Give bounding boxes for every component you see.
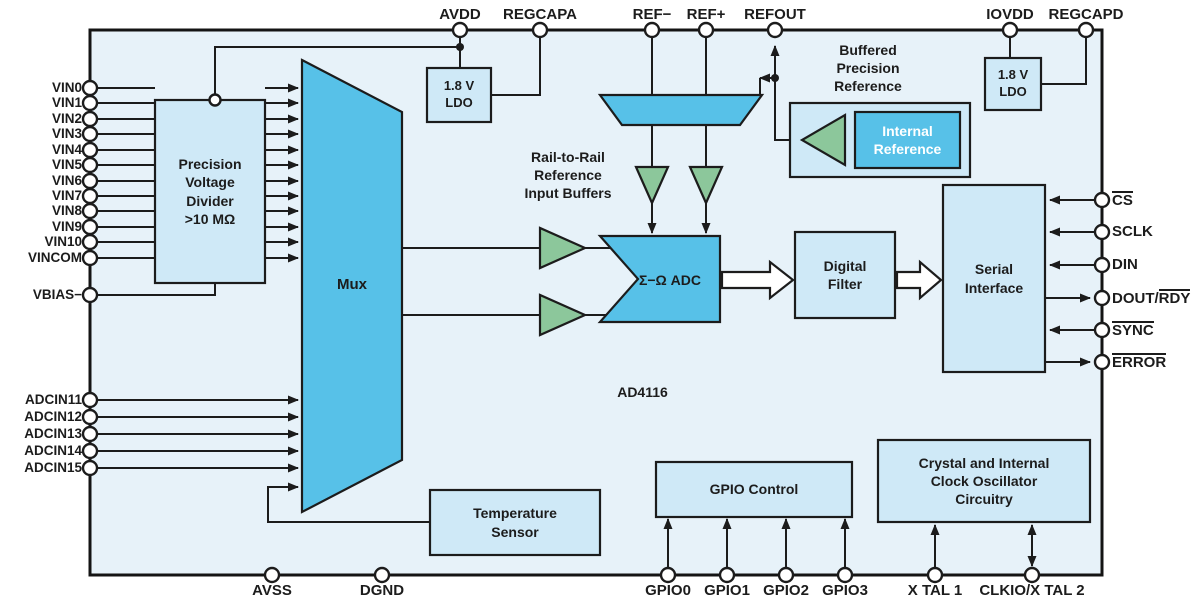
pin-label-vin6: VIN6 (51, 173, 82, 188)
reference-buffer-triangle (799, 113, 847, 167)
gpio-control-block (654, 460, 854, 519)
pin-label-vincom: VINCOM (28, 250, 82, 265)
crystal-block (876, 438, 1092, 524)
pin-label-gpio2: GPIO2 (763, 582, 809, 599)
rail-buffers-note: Rail-to-Rail Reference Input Buffers (524, 148, 612, 202)
filter-to-serial-arrow (895, 259, 943, 301)
pin-label-gpio1: GPIO1 (704, 582, 750, 599)
mux-label: Mux (337, 276, 367, 294)
wires (97, 37, 1095, 568)
pin-label-gpio0: GPIO0 (645, 582, 691, 599)
adc-label: Σ−Ω ADC (638, 271, 702, 288)
pin-label-xtal1: X TAL 1 (907, 582, 963, 599)
pin-label-regcapd: REGCAPD (1048, 6, 1124, 23)
crystal-label: Crystal and Internal Clock Oscillator Ci… (918, 454, 1050, 508)
digital-filter-label: Digital Filter (823, 257, 867, 292)
pin-label-vin8: VIN8 (51, 203, 82, 218)
pin-label-vin5: VIN5 (51, 157, 82, 172)
pin-label-ref-neg: REF− (632, 6, 672, 23)
divider-supply-node (208, 93, 222, 107)
pin-label-cs: CS (1112, 191, 1133, 209)
serial-interface-label: Serial Interface (964, 261, 1024, 296)
adc-block (597, 234, 722, 324)
pin-label-avss: AVSS (252, 582, 292, 599)
pin-label-vin10: VIN10 (44, 234, 82, 249)
pin-label-vin0: VIN0 (51, 80, 82, 95)
pin-label-vin2: VIN2 (51, 111, 82, 126)
pin-circles (81, 21, 1111, 584)
temperature-sensor-block (428, 488, 602, 557)
pin-label-ref-pos: REF+ (686, 6, 726, 23)
ldo-left-block (425, 66, 493, 124)
pin-label-vin1: VIN1 (51, 95, 82, 110)
pin-label-vin4: VIN4 (51, 142, 82, 157)
refout-junction-dot (771, 74, 779, 82)
ldo-left-label: 1.8 V LDO (443, 78, 475, 110)
pin-label-vin7: VIN7 (51, 188, 82, 203)
internal-reference-block (853, 110, 962, 170)
pin-label-adcin13: ADCIN13 (24, 426, 82, 441)
pin-label-sync: SYNC (1112, 321, 1154, 339)
pin-label-refout: REFOUT (744, 6, 806, 23)
ref-buffer-neg-triangle (634, 165, 670, 206)
pin-label-clkio-xtal2: CLKIO/X TAL 2 (979, 582, 1085, 599)
gpio-control-label: GPIO Control (709, 481, 799, 498)
ref-buffer-pos-triangle (688, 165, 724, 206)
pin-label-vin9: VIN9 (51, 219, 82, 234)
input-buffer-bottom-triangle (538, 293, 588, 337)
pin-label-adcin12: ADCIN12 (24, 409, 82, 424)
input-buffer-top-triangle (538, 226, 588, 270)
buffered-reference-note: Buffered Precision Reference (834, 41, 902, 95)
pin-label-din: DIN (1112, 256, 1138, 273)
pin-label-vbias: VBIAS− (32, 287, 82, 302)
pin-label-sclk: SCLK (1112, 223, 1153, 240)
pin-label-dout-rdy: DOUT/RDY (1112, 289, 1191, 307)
pin-label-avdd: AVDD (439, 6, 481, 23)
part-number-label: AD4116 (617, 383, 668, 400)
temperature-sensor-label: Temperature Sensor (473, 505, 557, 540)
adc-to-filter-arrow (720, 259, 795, 301)
pin-label-gpio3: GPIO3 (822, 582, 868, 599)
digital-filter-block (793, 230, 897, 320)
pin-label-regcapa: REGCAPA (503, 6, 577, 23)
mux-block (300, 58, 404, 514)
pin-label-vin3: VIN3 (51, 126, 82, 141)
reference-mux-shape (597, 93, 765, 127)
ldo-right-block (983, 56, 1043, 112)
pin-label-iovdd: IOVDD (986, 6, 1034, 23)
pin-label-error: ERROR (1112, 353, 1167, 371)
precision-divider-label: Precision Voltage Divider >10 MΩ (178, 156, 242, 227)
pin-label-adcin14: ADCIN14 (24, 443, 82, 458)
ldo-right-label: 1.8 V LDO (997, 67, 1029, 99)
internal-reference-label: Internal Reference (873, 122, 942, 157)
avdd-junction-dot (456, 43, 464, 51)
pin-label-adcin11: ADCIN11 (24, 392, 82, 407)
pin-label-adcin15: ADCIN15 (24, 460, 82, 475)
pin-label-dgnd: DGND (359, 582, 405, 599)
serial-interface-block (941, 183, 1047, 374)
